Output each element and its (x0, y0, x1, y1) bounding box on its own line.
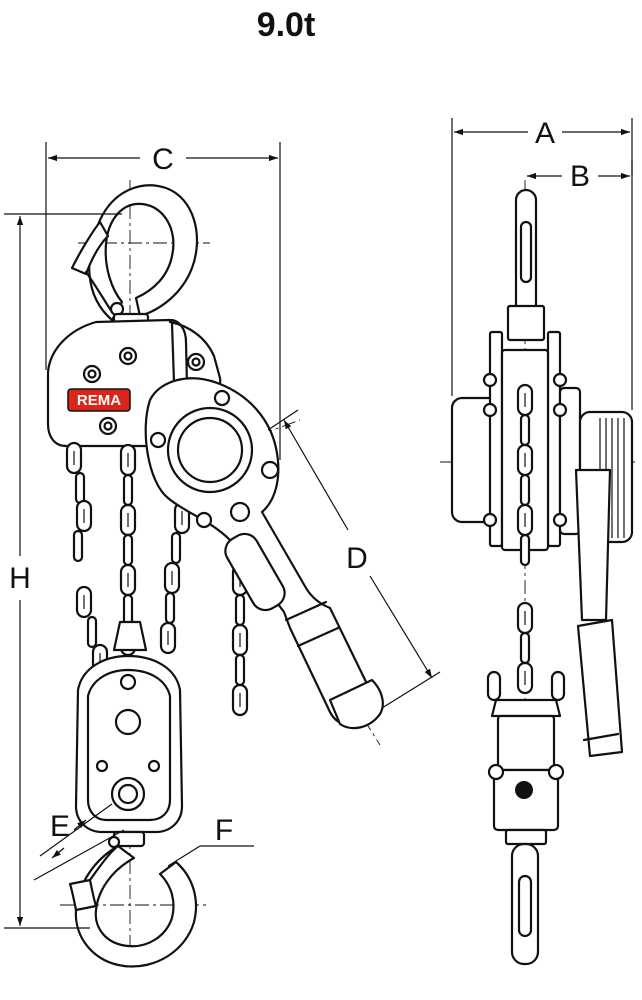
front-view: REMA (46, 180, 384, 968)
hand-chain-left (65, 441, 109, 677)
side-top-hook (506, 188, 546, 342)
side-view (440, 180, 635, 966)
dim-label-f: F (215, 814, 233, 847)
dim-label-d: D (346, 542, 368, 575)
dim-c: C (45, 142, 281, 460)
dim-b: B (527, 160, 633, 193)
side-lever (574, 468, 624, 758)
dim-f: F (167, 814, 254, 867)
side-bottom-block (486, 670, 566, 846)
side-bottom-hook (510, 842, 540, 966)
dim-h: H (4, 213, 122, 929)
dim-d: D (267, 409, 441, 709)
bottom-hook (68, 830, 198, 968)
load-chain-right (159, 501, 191, 655)
dim-label-a: A (535, 117, 555, 150)
dim-label-h: H (9, 562, 31, 595)
brand-badge-bg (67, 388, 131, 412)
lever-handle (144, 377, 384, 730)
top-hook (70, 184, 199, 328)
title: 9.0t (257, 6, 316, 44)
dim-e: E (33, 803, 125, 881)
side-chain (516, 601, 534, 695)
dimension-lines: C H D E F (4, 117, 633, 929)
dim-label-c: C (152, 143, 174, 176)
bottom-block (74, 620, 184, 834)
dim-label-e: E (50, 810, 70, 843)
dim-label-b: B (570, 160, 590, 193)
brand-label: REMA (77, 392, 121, 409)
brand-badge: REMA (67, 388, 131, 412)
